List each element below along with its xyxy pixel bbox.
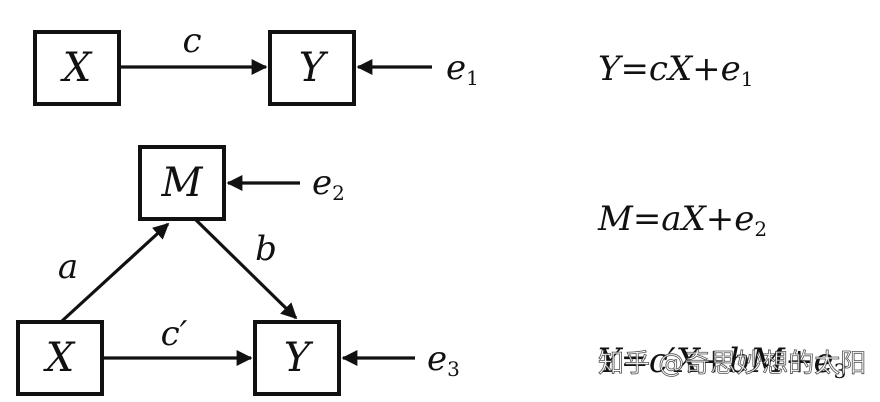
error-e2-label: e2 bbox=[312, 163, 345, 205]
total-effect-model: X Y c e1 Y=cX+e1 bbox=[33, 21, 754, 106]
equation-mediator: M=aX+e2 bbox=[597, 199, 767, 241]
edge-x-to-m bbox=[60, 222, 170, 323]
node-x2-label: X bbox=[43, 335, 76, 381]
error-e1-label: e1 bbox=[446, 48, 479, 90]
node-x-box bbox=[33, 30, 121, 106]
node-x-label: X bbox=[60, 45, 93, 91]
equation-outcome: Y=c′X+bM+e3 bbox=[598, 341, 846, 383]
edge-b-label: b bbox=[255, 229, 277, 269]
error-e3-label: e3 bbox=[427, 339, 460, 381]
node-y-label: Y bbox=[299, 45, 329, 91]
equation-total-effect: Y=cX+e1 bbox=[598, 49, 754, 91]
watermark: 知乎 @奇思妙想的太阳 bbox=[598, 349, 866, 379]
mediation-model: M X Y a b c′ e2 e3 M=aX+e2 Y=c′X+bM+e3 bbox=[16, 145, 846, 396]
node-y-box bbox=[268, 30, 356, 106]
node-x2-box bbox=[16, 320, 104, 396]
node-m-box bbox=[138, 145, 226, 221]
node-y2-box bbox=[253, 320, 341, 396]
edge-m-to-y bbox=[194, 218, 298, 320]
edge-c-label: c bbox=[182, 21, 201, 61]
edge-c-prime-label: c′ bbox=[161, 314, 188, 354]
node-m-label: M bbox=[161, 160, 204, 206]
edge-a-label: a bbox=[58, 247, 78, 287]
node-y2-label: Y bbox=[284, 335, 314, 381]
